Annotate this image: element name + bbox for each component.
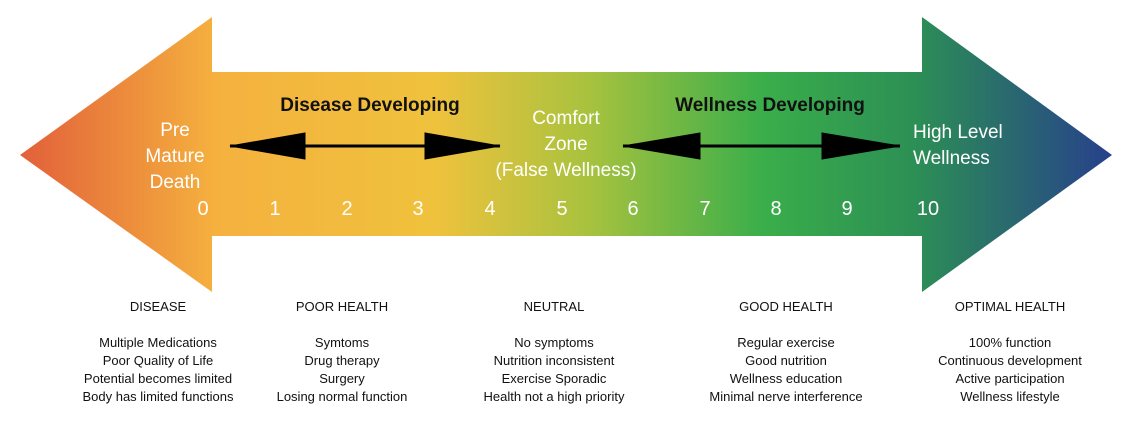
column-title: GOOD HEALTH — [739, 299, 833, 314]
premature-death-line2: Mature — [145, 146, 205, 167]
premature-death-line3: Death — [149, 172, 201, 193]
scale-number: 9 — [841, 198, 853, 220]
comfort-zone-line3: (False Wellness) — [495, 160, 637, 181]
column-item: Multiple Medications — [99, 335, 217, 350]
column-item: Minimal nerve interference — [709, 389, 863, 404]
column-item: Drug therapy — [304, 353, 380, 368]
column-item: Symtoms — [314, 335, 370, 350]
scale-number: 4 — [484, 198, 496, 220]
scale-number: 3 — [412, 198, 424, 220]
scale-number: 7 — [699, 198, 711, 220]
column-item: 100% function — [968, 335, 1052, 350]
column-item: Potential becomes limited — [83, 371, 233, 386]
column-item: Wellness education — [729, 371, 843, 386]
column-item: No symptoms — [514, 335, 594, 350]
comfort-zone-label: Comfort Zone (False Wellness) — [476, 106, 656, 184]
column-item: Losing normal function — [276, 389, 408, 404]
scale-number: 10 — [916, 198, 940, 220]
scale-number: 8 — [770, 198, 782, 220]
high-level-wellness-label: High Level Wellness — [905, 120, 1063, 172]
column-item: Surgery — [319, 371, 365, 386]
column-item: Regular exercise — [737, 335, 835, 350]
column-item: Body has limited functions — [82, 389, 234, 404]
column-item: Active participation — [955, 371, 1065, 386]
column-title: POOR HEALTH — [295, 299, 389, 314]
scale-number: 6 — [627, 198, 639, 220]
column-title: OPTIMAL HEALTH — [954, 299, 1066, 314]
comfort-zone-line2: Zone — [544, 134, 588, 155]
scale-number: 0 — [197, 198, 209, 220]
premature-death-line1: Pre — [160, 120, 190, 141]
column-neutral: NEUTRAL No symptoms Nutrition inconsiste… — [449, 298, 659, 406]
column-title: DISEASE — [129, 299, 187, 314]
double-headed-arrow-shape — [20, 17, 1112, 292]
column-item: Nutrition inconsistent — [493, 353, 615, 368]
column-poor-health: POOR HEALTH Symtoms Drug therapy Surgery… — [237, 298, 447, 406]
column-good-health: GOOD HEALTH Regular exercise Good nutrit… — [681, 298, 891, 406]
scale-number: 1 — [269, 198, 281, 220]
column-item: Health not a high priority — [483, 389, 625, 404]
column-item: Poor Quality of Life — [102, 353, 214, 368]
wellness-developing-arrow — [622, 132, 901, 160]
column-item: Exercise Sporadic — [501, 371, 607, 386]
disease-developing-arrow — [229, 132, 501, 160]
high-level-wellness-line1: High Level — [913, 122, 1003, 143]
high-level-wellness-line2: Wellness — [913, 148, 990, 169]
column-optimal-health: OPTIMAL HEALTH 100% function Continuous … — [905, 298, 1115, 406]
scale-number: 5 — [556, 198, 568, 220]
disease-developing-label: Disease Developing — [280, 95, 460, 116]
column-item: Wellness lifestyle — [960, 389, 1060, 404]
column-title: NEUTRAL — [523, 299, 585, 314]
wellness-developing-label: Wellness Developing — [675, 95, 865, 116]
premature-death-label: Pre Mature Death — [115, 118, 235, 196]
scale-number: 2 — [341, 198, 353, 220]
comfort-zone-line1: Comfort — [532, 108, 600, 129]
column-disease: DISEASE Multiple Medications Poor Qualit… — [53, 298, 263, 406]
column-item: Continuous development — [938, 353, 1082, 368]
column-item: Good nutrition — [745, 353, 827, 368]
